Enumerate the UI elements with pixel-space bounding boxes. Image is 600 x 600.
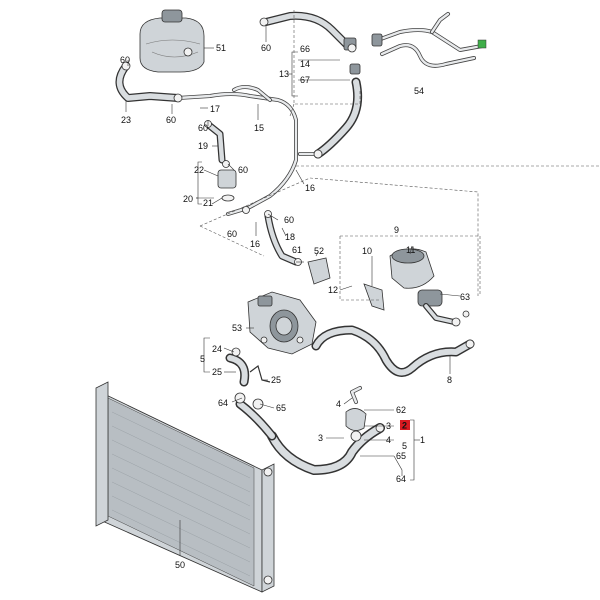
label-5-left: 5 (200, 354, 205, 364)
label-5-right: 5 (402, 441, 407, 451)
label-25-left: 25 (212, 367, 222, 377)
label-65-left: 65 (276, 403, 286, 413)
label-10: 10 (362, 246, 372, 256)
highlight-badge-box (400, 420, 410, 430)
assembly-outlines (199, 10, 600, 301)
label-23: 23 (121, 115, 131, 125)
label-2: 2 (402, 421, 407, 431)
label-3-hose: 3 (318, 433, 323, 443)
water-pump-housing (247, 291, 317, 355)
label-12: 12 (328, 285, 338, 295)
hoses (115, 11, 475, 475)
auxiliary-water-pump (389, 248, 470, 327)
label-9: 9 (394, 225, 399, 235)
label-24: 24 (212, 344, 222, 354)
expansion-tank (139, 9, 205, 73)
label-25-right: 25 (271, 375, 281, 385)
label-3-valve: 3 (386, 421, 391, 431)
hose-54 (371, 12, 487, 68)
highlight-badge: 2 (400, 420, 410, 431)
label-13: 13 (279, 69, 289, 79)
label-19: 19 (198, 141, 208, 151)
label-11: 11 (406, 245, 415, 255)
coolant-pipes (176, 85, 320, 216)
label-14: 14 (300, 59, 310, 69)
label-8: 8 (447, 375, 452, 385)
label-63: 63 (460, 292, 470, 302)
label-16-lower: 16 (250, 239, 260, 249)
label-64-bottom: 64 (396, 474, 406, 484)
label-65-right: 65 (396, 451, 406, 461)
label-66: 66 (300, 44, 310, 54)
label-20: 20 (183, 194, 193, 204)
part-labels: 50 51 52 53 54 60 60 60 60 60 60 60 61 6… (120, 43, 470, 570)
label-51: 51 (216, 43, 226, 53)
label-60-mid: 60 (198, 123, 208, 133)
label-53: 53 (232, 323, 242, 333)
label-15: 15 (254, 123, 264, 133)
label-22: 22 (194, 165, 204, 175)
label-1: 1 (420, 435, 425, 445)
label-50: 50 (175, 560, 185, 570)
label-64-left: 64 (218, 398, 228, 408)
label-54: 54 (414, 86, 424, 96)
label-67: 67 (300, 75, 310, 85)
label-17: 17 (210, 104, 220, 114)
label-62: 62 (396, 405, 406, 415)
label-60-top: 60 (261, 43, 271, 53)
label-21: 21 (203, 198, 213, 208)
label-60-right: 60 (284, 215, 294, 225)
leader-lines (125, 24, 461, 556)
label-4-lower: 4 (386, 435, 391, 445)
label-60-lower: 60 (227, 229, 237, 239)
label-60-left: 60 (166, 115, 176, 125)
label-61: 61 (292, 245, 302, 255)
label-60-thermo: 60 (238, 165, 248, 175)
label-4-upper: 4 (336, 399, 341, 409)
label-16-upper: 16 (305, 183, 315, 193)
radiator (95, 381, 275, 593)
label-52: 52 (314, 246, 324, 256)
label-60-tank: 60 (120, 55, 130, 65)
small-components (121, 17, 475, 442)
label-18: 18 (285, 232, 295, 242)
